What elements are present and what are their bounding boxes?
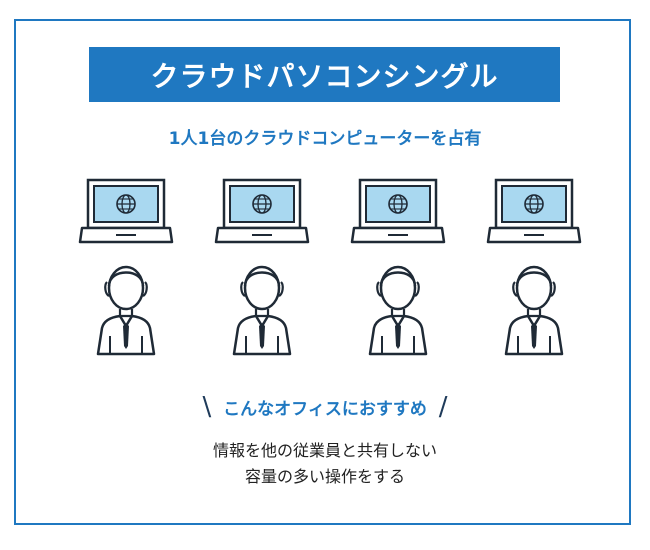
- laptop-icon: [350, 178, 446, 356]
- recommendation-description: 情報を他の従業員と共有しない 容量の多い操作をする: [0, 438, 650, 490]
- businessman-icon: [504, 265, 564, 356]
- content-frame: [14, 19, 631, 525]
- left-slash-mark: \: [202, 392, 212, 422]
- user-figure-3: [348, 170, 448, 360]
- laptop-icon: [486, 178, 582, 356]
- recommendation-heading: \ こんなオフィスにおすすめ /: [0, 392, 650, 422]
- businessman-icon: [368, 265, 428, 356]
- user-figures: [0, 170, 650, 370]
- description-line-2: 容量の多い操作をする: [244, 467, 405, 486]
- businessman-icon: [232, 265, 292, 356]
- right-slash-mark: /: [438, 392, 448, 422]
- laptop-icon: [78, 178, 174, 356]
- description-line-1: 情報を他の従業員と共有しない: [212, 441, 437, 460]
- title-text: クラウドパソコンシングル: [150, 59, 499, 93]
- user-figure-2: [212, 170, 312, 360]
- recommendation-text: こんなオフィスにおすすめ: [223, 399, 427, 420]
- user-figure-4: [484, 170, 584, 360]
- user-figure-1: [76, 170, 176, 360]
- laptop-icon: [214, 178, 310, 356]
- businessman-icon: [96, 265, 156, 356]
- subtitle: 1人1台のクラウドコンピューターを占有: [168, 129, 482, 149]
- title-banner: クラウドパソコンシングル: [89, 47, 560, 102]
